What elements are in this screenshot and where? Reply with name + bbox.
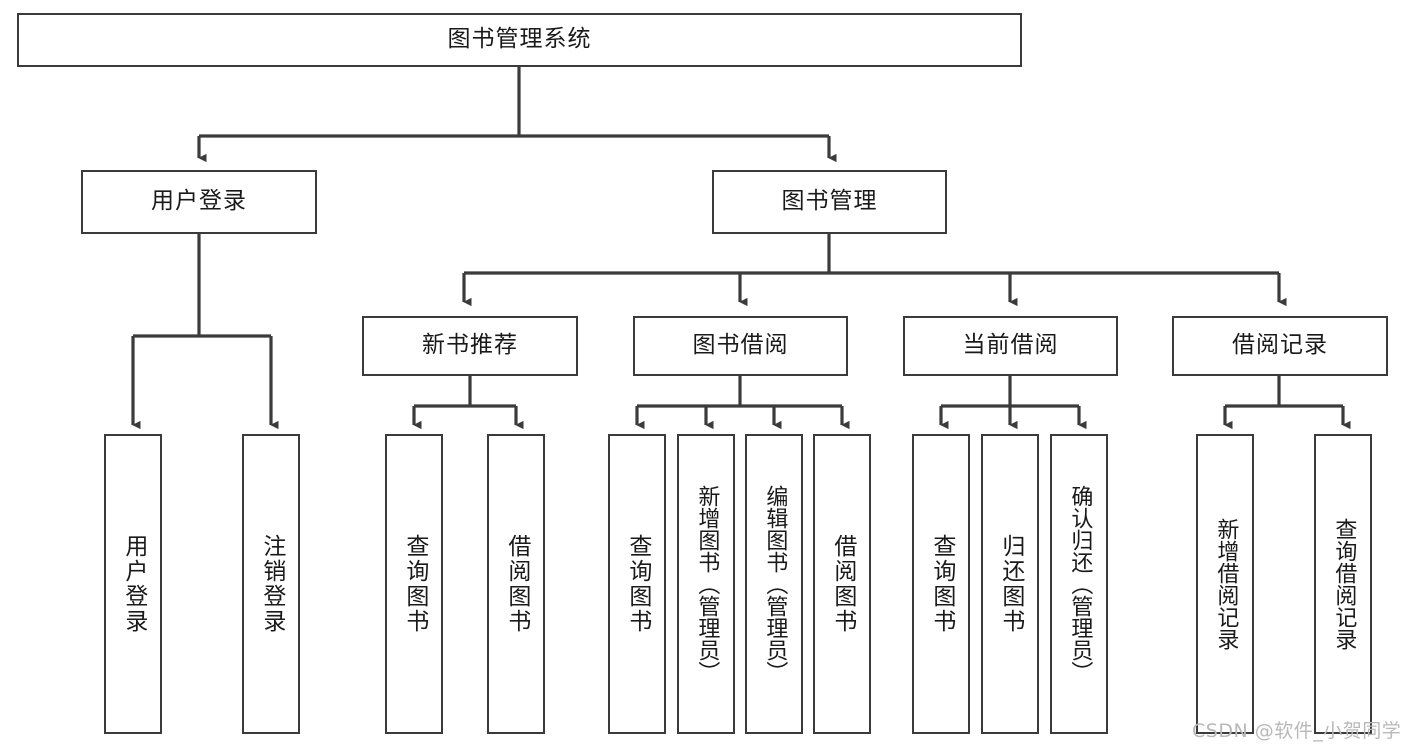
node-label: 查询图书 xyxy=(928,534,955,634)
node-leaf-add-borrow-record[interactable]: 新增借阅记录 xyxy=(1196,434,1254,734)
node-user-login[interactable]: 用户登录 xyxy=(81,170,317,234)
node-leaf-borrow-books-recommend[interactable]: 借阅图书 xyxy=(487,434,545,734)
node-label: 查询借阅记录 xyxy=(1331,518,1357,650)
new-book-to-leaves-connectors xyxy=(412,376,524,430)
node-label: 图书管理系统 xyxy=(447,26,592,53)
node-leaf-user-login[interactable]: 用户登录 xyxy=(104,434,162,734)
node-label: 用户登录 xyxy=(120,534,147,634)
node-label: 确认归还（管理员） xyxy=(1067,485,1093,683)
node-label: 编辑图书（管理员） xyxy=(762,485,788,683)
node-leaf-query-books-current[interactable]: 查询图书 xyxy=(912,434,970,734)
node-label: 当前借阅 xyxy=(962,332,1059,359)
node-label: 新增借阅记录 xyxy=(1213,518,1239,650)
node-label: 注销登录 xyxy=(258,534,285,634)
node-leaf-query-books-recommend[interactable]: 查询图书 xyxy=(385,434,443,734)
node-book-management[interactable]: 图书管理 xyxy=(712,170,947,234)
node-label: 查询图书 xyxy=(401,534,428,634)
node-leaf-query-borrow-record[interactable]: 查询借阅记录 xyxy=(1314,434,1372,734)
node-label: 归还图书 xyxy=(997,534,1024,634)
node-label: 用户登录 xyxy=(151,188,247,215)
node-leaf-query-books-borrow[interactable]: 查询图书 xyxy=(608,434,666,734)
node-label: 新增图书（管理员） xyxy=(694,485,720,683)
node-current-borrow[interactable]: 当前借阅 xyxy=(903,316,1118,376)
node-leaf-edit-book-admin[interactable]: 编辑图书（管理员） xyxy=(745,434,803,734)
root-to-level2-connectors xyxy=(197,67,837,163)
node-new-book-recommend[interactable]: 新书推荐 xyxy=(362,316,578,376)
node-leaf-logout[interactable]: 注销登录 xyxy=(242,434,300,734)
node-borrow-records[interactable]: 借阅记录 xyxy=(1172,316,1388,376)
node-label: 查询图书 xyxy=(624,534,651,634)
node-label: 借阅记录 xyxy=(1232,332,1328,359)
book-mgmt-to-level3-connectors xyxy=(462,234,1287,307)
borrow-records-to-leaves-connectors xyxy=(1223,376,1351,430)
node-book-borrow[interactable]: 图书借阅 xyxy=(633,316,848,376)
node-leaf-add-book-admin[interactable]: 新增图书（管理员） xyxy=(677,434,735,734)
node-leaf-borrow-books[interactable]: 借阅图书 xyxy=(813,434,871,734)
node-label: 新书推荐 xyxy=(422,332,518,359)
user-login-to-leaves-connectors xyxy=(131,234,279,430)
node-leaf-confirm-return-admin[interactable]: 确认归还（管理员） xyxy=(1050,434,1108,734)
node-leaf-return-books[interactable]: 归还图书 xyxy=(981,434,1039,734)
node-label: 图书管理 xyxy=(781,188,878,215)
book-borrow-to-leaves-connectors xyxy=(635,376,850,430)
node-label: 借阅图书 xyxy=(503,534,530,634)
node-root-book-management-system[interactable]: 图书管理系统 xyxy=(17,13,1022,67)
current-borrow-to-leaves-connectors xyxy=(939,376,1087,430)
node-label: 图书借阅 xyxy=(692,332,789,359)
node-label: 借阅图书 xyxy=(829,534,856,634)
